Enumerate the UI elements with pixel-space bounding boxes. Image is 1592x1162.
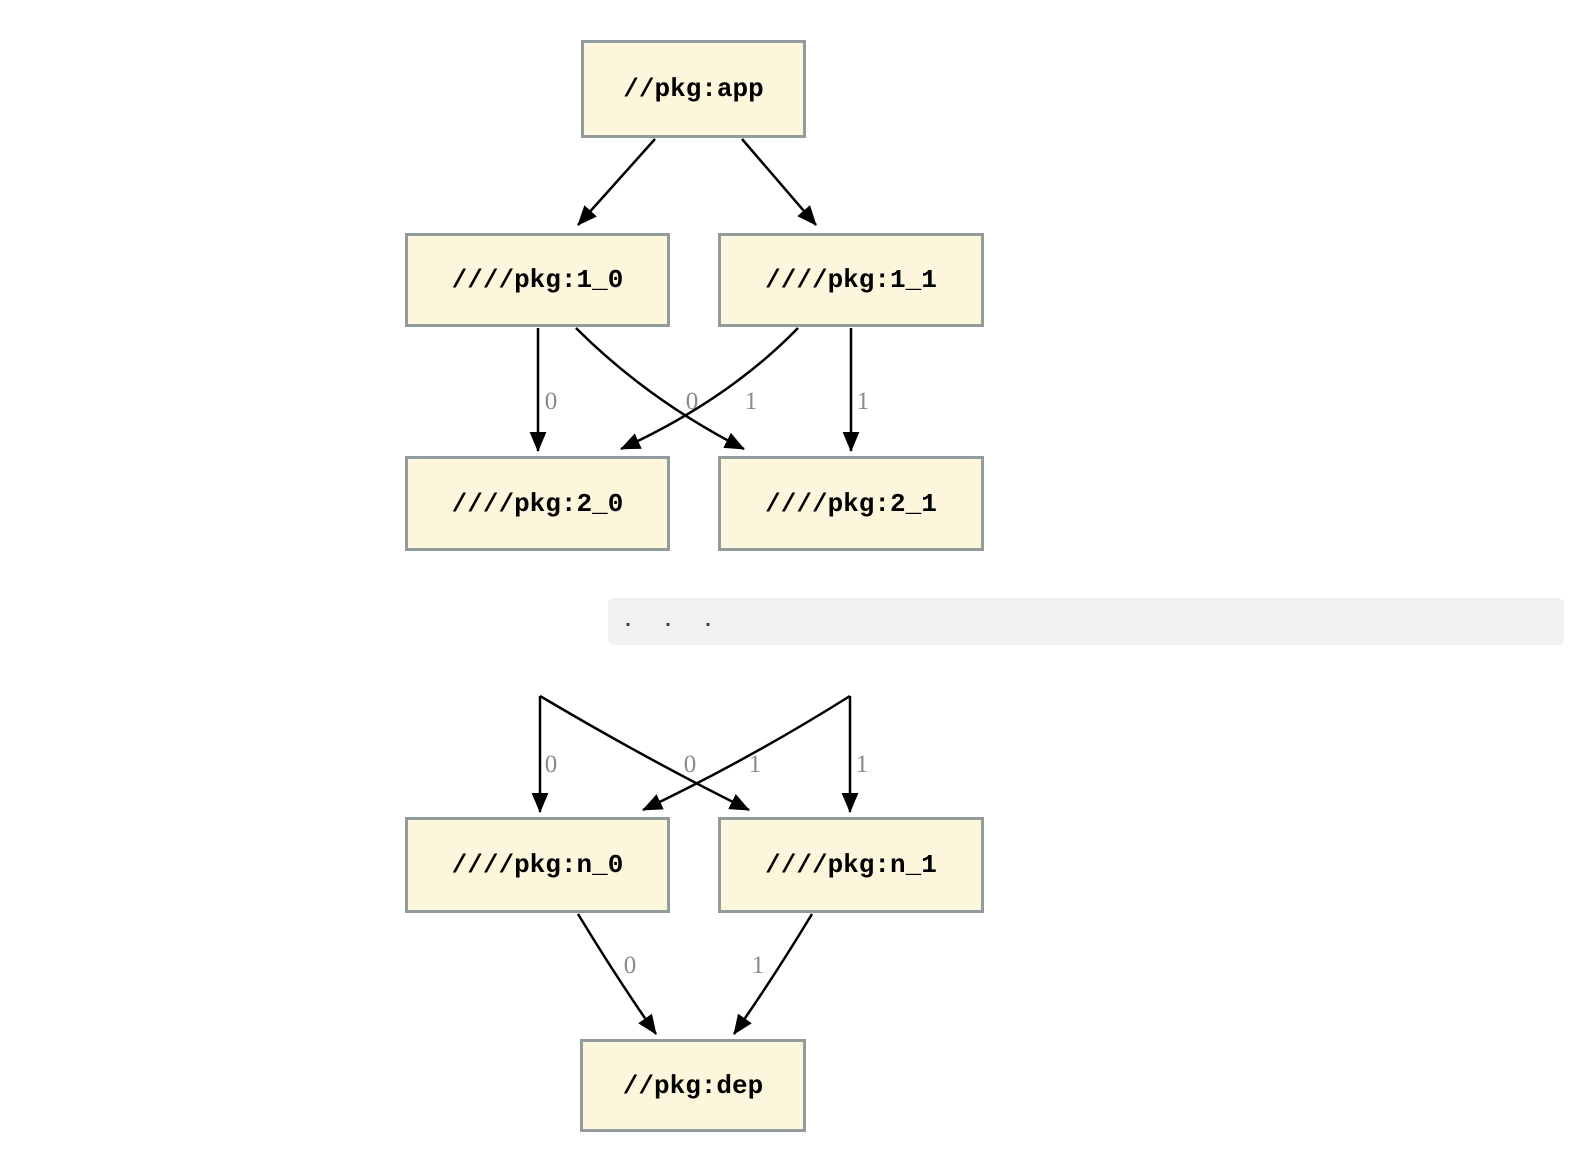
node-label: ////pkg:1_0: [451, 265, 624, 295]
edge-app-to-1_0: [577, 138, 656, 226]
edge-label: 0: [686, 388, 699, 415]
edge-label: 0: [684, 751, 697, 778]
node-pkg-1_0: ////pkg:1_0: [405, 233, 670, 327]
node-pkg-2_1: ////pkg:2_1: [718, 456, 984, 551]
node-pkg-2_0: ////pkg:2_0: [405, 456, 670, 551]
node-label: ////pkg:2_0: [451, 488, 624, 519]
node-label: ////pkg:n_1: [765, 850, 937, 880]
node-label: ////pkg:n_0: [451, 850, 624, 880]
edge-label: 1: [745, 388, 758, 415]
edge-1_0-to-2_1: [575, 327, 745, 451]
node-pkg-1_1: ////pkg:1_1: [718, 233, 984, 327]
node-pkg-n_1: ////pkg:n_1: [718, 817, 984, 913]
edge-label: 0: [545, 388, 558, 415]
edge-label: 1: [857, 388, 870, 415]
edge-label: 0: [624, 952, 637, 979]
node-pkg-n_0: ////pkg:n_0: [405, 817, 670, 913]
node-label: //pkg:dep: [622, 1070, 764, 1101]
ellipsis-text: . . .: [622, 610, 716, 633]
edge-ellipsis-to-n_0-cross: [642, 694, 851, 812]
edge-label: 0: [545, 751, 558, 778]
node-pkg-dep: //pkg:dep: [580, 1039, 806, 1132]
edge-app-to-1_1: [741, 138, 817, 226]
edge-n_1-to-dep: [732, 913, 814, 1035]
node-label: //pkg:app: [623, 74, 764, 104]
node-label: ////pkg:2_1: [765, 488, 937, 519]
edge-1_1-to-2_0: [620, 327, 799, 451]
edge-label: 1: [752, 952, 765, 979]
edge-ellipsis-to-n_1-cross: [539, 694, 750, 812]
edge-label: 1: [856, 751, 869, 778]
edge-n_0-to-dep: [576, 913, 658, 1035]
node-pkg-app: //pkg:app: [581, 40, 806, 138]
node-label: ////pkg:1_1: [765, 265, 937, 295]
ellipsis-separator-bar: . . .: [608, 598, 1564, 645]
edge-label: 1: [749, 751, 762, 778]
